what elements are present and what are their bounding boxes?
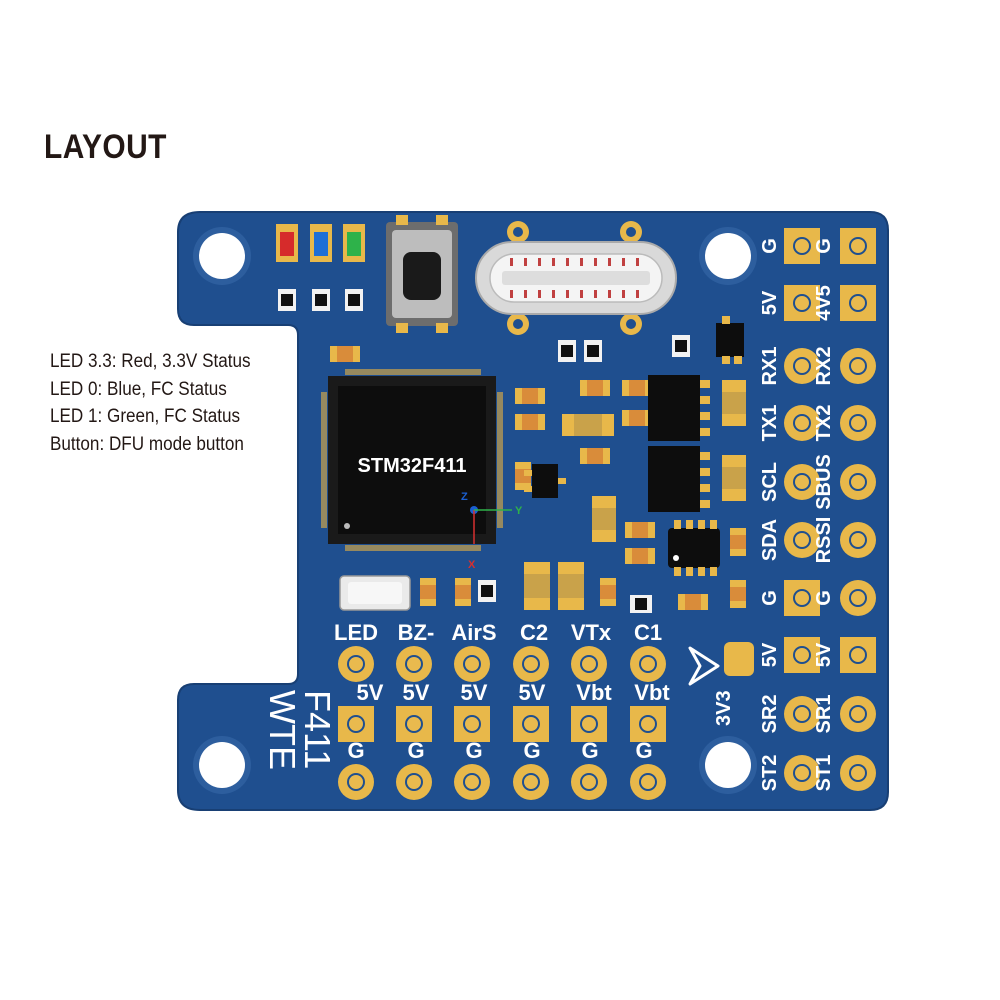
pad-outer-1 xyxy=(840,228,876,264)
pad-outer-2 xyxy=(840,285,876,321)
brand-line1: F411 xyxy=(297,690,338,769)
pad-inner-8 xyxy=(784,637,820,673)
bottom-pad-column: LED BZ- AirS C2 VTx C1 xyxy=(334,620,662,645)
pad-label-airs: AirS xyxy=(451,620,496,645)
pad-label-5v-1: 5V xyxy=(357,680,384,705)
axis-y-label: Y xyxy=(515,505,523,517)
mounting-holes xyxy=(193,227,757,794)
pad-label-outer-8: 5V xyxy=(813,642,835,667)
page-title: LAYOUT xyxy=(44,128,167,166)
pad-inner-2 xyxy=(784,285,820,321)
pad-label-inner-6: SDA xyxy=(759,519,781,561)
legend: LED 3.3: Red, 3.3V Status LED 0: Blue, F… xyxy=(50,348,273,458)
led-red-3v3 xyxy=(280,232,294,256)
pad-outer-8 xyxy=(840,637,876,673)
pad-label-outer-4: TX2 xyxy=(813,405,835,442)
legend-button: Button: DFU mode button xyxy=(50,433,244,455)
solder-jumper-3v3: 3V3 xyxy=(713,642,754,726)
legend-led-0: LED 0: Blue, FC Status xyxy=(50,378,227,400)
pad-label-outer-9: SR1 xyxy=(813,695,835,734)
pad-inner-10 xyxy=(784,755,820,791)
pad-inner-7 xyxy=(784,580,820,616)
imu-axis-indicator: Z Y X xyxy=(461,491,523,571)
pad-label-outer-10: ST1 xyxy=(813,755,835,792)
solder-jumper-label: 3V3 xyxy=(713,690,735,726)
pad-outer-5 xyxy=(840,464,876,500)
pad-label-inner-8: 5V xyxy=(759,642,781,667)
pad-label-vbt-2: Vbt xyxy=(634,680,670,705)
mcu-chip: STM32F411 xyxy=(321,369,503,551)
dfu-button xyxy=(386,215,458,333)
pad-label-outer-6: RSSI xyxy=(813,517,835,564)
pad-label-g-2: G xyxy=(407,738,424,763)
pad-outer-10 xyxy=(840,755,876,791)
pad-label-inner-1: G xyxy=(759,238,781,254)
led-green-1 xyxy=(347,232,361,256)
pad-label-g-4: G xyxy=(523,738,540,763)
pad-label-c1: C1 xyxy=(634,620,662,645)
pad-label-g-1: G xyxy=(347,738,364,763)
pad-label-inner-2: 5V xyxy=(759,290,781,315)
pad-label-g-5: G xyxy=(581,738,598,763)
pad-label-outer-1: G xyxy=(813,238,835,254)
pad-label-inner-5: SCL xyxy=(759,462,781,502)
pad-label-inner-10: ST2 xyxy=(759,755,781,792)
pad-label-outer-5: SBUS xyxy=(813,454,835,510)
usb-c-connector xyxy=(475,221,677,335)
pad-label-inner-3: RX1 xyxy=(759,347,781,386)
pad-inner-9 xyxy=(784,696,820,732)
pad-outer-9 xyxy=(840,696,876,732)
logo-chevron xyxy=(688,646,720,686)
pad-inner-1 xyxy=(784,228,820,264)
pad-label-g-6: G xyxy=(635,738,652,763)
pad-inner-4 xyxy=(784,405,820,441)
pad-outer-7 xyxy=(840,580,876,616)
pad-label-led: LED xyxy=(334,620,378,645)
pad-label-inner-7: G xyxy=(759,590,781,606)
legend-led-1: LED 1: Green, FC Status xyxy=(50,406,241,427)
pad-label-vbt-1: Vbt xyxy=(576,680,612,705)
pad-label-outer-2: 4V5 xyxy=(813,285,835,321)
pad-outer-3 xyxy=(840,348,876,384)
pad-label-inner-4: TX1 xyxy=(759,405,781,442)
pad-inner-3 xyxy=(784,348,820,384)
mcu-label: STM32F411 xyxy=(358,455,467,477)
brand-line2: WTE xyxy=(262,690,303,770)
led-blue-0 xyxy=(314,232,328,256)
pad-label-5v-3: 5V xyxy=(461,680,488,705)
pad-label-5v-4: 5V xyxy=(519,680,546,705)
pad-outer-6 xyxy=(840,522,876,558)
status-leds xyxy=(276,224,365,311)
pad-label-outer-3: RX2 xyxy=(813,347,835,386)
pad-outer-4 xyxy=(840,405,876,441)
pad-label-5v-2: 5V xyxy=(403,680,430,705)
pad-label-inner-9: SR2 xyxy=(759,695,781,734)
bottom-pad-grid: LED BZ- AirS C2 VTx C1 5V 5V 5V 5V Vbt V… xyxy=(334,620,670,800)
pad-inner-5 xyxy=(784,464,820,500)
ic-chips xyxy=(524,316,744,576)
pad-label-bz: BZ- xyxy=(398,620,435,645)
pad-inner-6 xyxy=(784,522,820,558)
axis-x-label: X xyxy=(468,559,476,571)
pad-label-c2: C2 xyxy=(520,620,548,645)
pad-label-g-3: G xyxy=(465,738,482,763)
legend-led-3v3: LED 3.3: Red, 3.3V Status xyxy=(50,351,251,372)
brand-mark: F411 WTE xyxy=(262,690,338,770)
axis-z-label: Z xyxy=(461,491,468,503)
pad-label-outer-7: G xyxy=(813,590,835,606)
pad-label-vtx: VTx xyxy=(571,620,612,645)
